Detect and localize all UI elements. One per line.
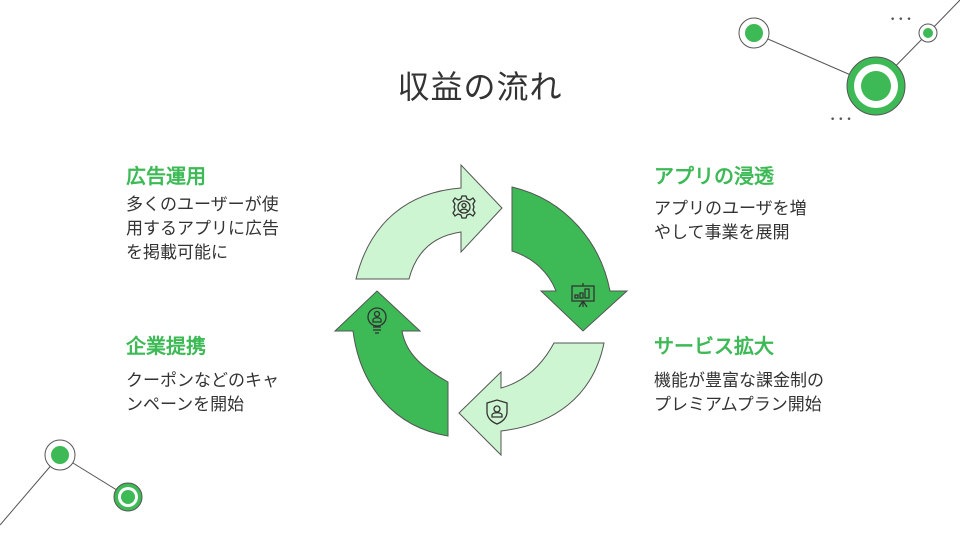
step-heading: サービス拡大 [654,334,774,358]
desc-line: クーポンなどのキャ [126,371,279,391]
desc-line: ンペーンを開始 [126,395,245,415]
step-app-penetration: アプリの浸透 アプリのユーザを増 やして事業を展開 [654,160,884,245]
step-service-expansion: サービス拡大 機能が豊富な課金制の プレミアムプラン開始 [654,330,884,417]
desc-line: アプリのユーザを増 [654,199,807,219]
step-ad-operations: 広告運用 多くのユーザーが使 用するアプリに広告 を掲載可能に [126,160,356,265]
page-title: 収益の流れ [397,68,563,106]
ellipsis-top: • • • [890,15,912,25]
desc-line: 多くのユーザーが使 [126,195,279,215]
node-large [846,56,906,116]
shield-user-icon [486,399,508,425]
desc-line: プレミアムプラン開始 [654,395,822,415]
node-bottom-left [44,439,76,471]
desc-line: 用するアプリに広告 [126,219,279,239]
step-description: アプリのユーザを増 やして事業を展開 [654,197,884,245]
desc-line: やして事業を展開 [654,223,790,243]
ellipsis-bottom: • • • [830,115,852,125]
arrow-top [355,163,503,280]
lightbulb-user-icon [367,307,387,334]
arrow-left [333,290,449,437]
arrow-bottom [458,342,605,457]
step-description: クーポンなどのキャ ンペーンを開始 [126,369,356,417]
step-heading: アプリの浸透 [654,164,774,188]
node-tiny-top-right [918,23,938,43]
step-description: 多くのユーザーが使 用するアプリに広告 を掲載可能に [126,193,356,265]
node-bottom-right [113,482,143,512]
node-small-top-left [738,17,770,49]
gear-user-icon [452,195,476,219]
step-heading: 企業提携 [126,334,206,358]
presentation-chart-icon [571,283,595,308]
step-corporate-partnership: 企業提携 クーポンなどのキャ ンペーンを開始 [126,330,356,417]
arrow-right [511,186,629,332]
desc-line: を掲載可能に [126,243,228,263]
step-heading: 広告運用 [126,164,206,188]
desc-line: 機能が豊富な課金制の [654,371,824,391]
step-description: 機能が豊富な課金制の プレミアムプラン開始 [654,369,884,417]
